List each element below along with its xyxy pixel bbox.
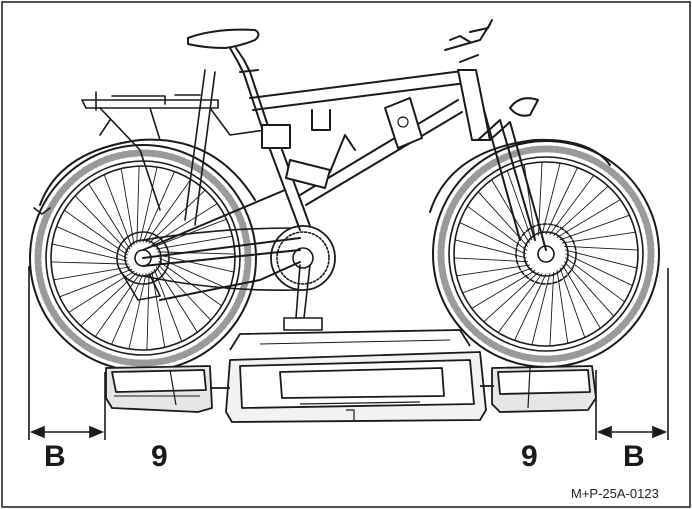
rear-rack [81, 69, 266, 226]
callout-9-left: 9 [151, 440, 168, 473]
dimension-label-left: B [44, 440, 66, 473]
wheel-spoke [148, 189, 206, 244]
wheel-spoke [514, 273, 547, 341]
front-wheel [432, 140, 660, 368]
wheel-spoke [549, 174, 595, 235]
wheel-spoke [120, 168, 135, 246]
front-disc [515, 223, 577, 285]
wheel-spoke [545, 167, 578, 235]
wheel-spoke [556, 199, 621, 238]
bike-carrier-illustration [105, 329, 597, 423]
wheel-spoke [549, 272, 555, 347]
wheel-spoke [145, 178, 192, 243]
wheel-spoke [153, 268, 183, 342]
wheel-spoke [562, 231, 636, 244]
wheel-spoke [459, 222, 527, 255]
wheel-spoke [491, 179, 530, 244]
bicycle-illustration [29, 19, 660, 372]
wheel-spoke [94, 273, 141, 338]
wheel-spoke [553, 185, 609, 236]
wheel-spoke [564, 245, 639, 251]
wheel-spoke [541, 162, 561, 235]
front-fender [429, 138, 611, 213]
wheel-spoke [456, 264, 530, 277]
wheel-spoke [158, 254, 235, 273]
wheel-spoke [155, 235, 233, 250]
wheel-spoke [497, 273, 543, 334]
wheel-spoke [466, 205, 527, 251]
wheel-spoke [88, 183, 131, 250]
wheel-spoke [103, 174, 133, 248]
wheel-spoke [454, 239, 527, 259]
rear-cassette [116, 231, 170, 301]
wheel-spoke [74, 195, 129, 253]
wheel-spoke [56, 226, 128, 259]
wheel-spoke [462, 267, 533, 294]
crankset [142, 225, 336, 331]
wheel-spoke [157, 263, 212, 321]
wheel-spoke [63, 209, 128, 256]
wheel-spoke [531, 273, 551, 346]
wheel-spoke [59, 268, 133, 298]
wheel-spoke [50, 261, 129, 265]
wheel-spoke [565, 253, 633, 286]
wheel-spoke [564, 261, 615, 317]
wheel-spoke [139, 166, 158, 243]
wheel-spoke [453, 257, 528, 263]
dimension-label-right: B [623, 440, 645, 473]
wheel-spoke [157, 251, 236, 255]
wheel-spoke [51, 243, 128, 262]
wheel-spoke [53, 266, 131, 281]
wheel-spoke [565, 257, 626, 303]
wheel-spoke [471, 270, 536, 309]
wheel-spoke [559, 214, 630, 241]
rear-fender [39, 138, 256, 206]
wheel-spoke [562, 264, 601, 329]
wheel-spoke [146, 272, 150, 351]
wheel-spoke [559, 267, 586, 338]
rear-wheel [29, 144, 257, 372]
wheel-spoke [68, 270, 135, 313]
wheel-spoke [128, 273, 147, 350]
wheel-spoke [111, 273, 144, 345]
wheel-spoke [155, 266, 198, 333]
bike-frame [142, 19, 547, 301]
wheel-spoke [565, 249, 638, 269]
wheel-spoke [506, 170, 533, 241]
wheel-spoke [556, 270, 569, 344]
callout-9-right: 9 [521, 440, 538, 473]
wheel-spoke [136, 165, 140, 244]
wheel-spoke [483, 272, 539, 323]
dimension-arrow-icon [28, 266, 669, 440]
figure-code: M+P-25A-0123 [571, 486, 659, 501]
